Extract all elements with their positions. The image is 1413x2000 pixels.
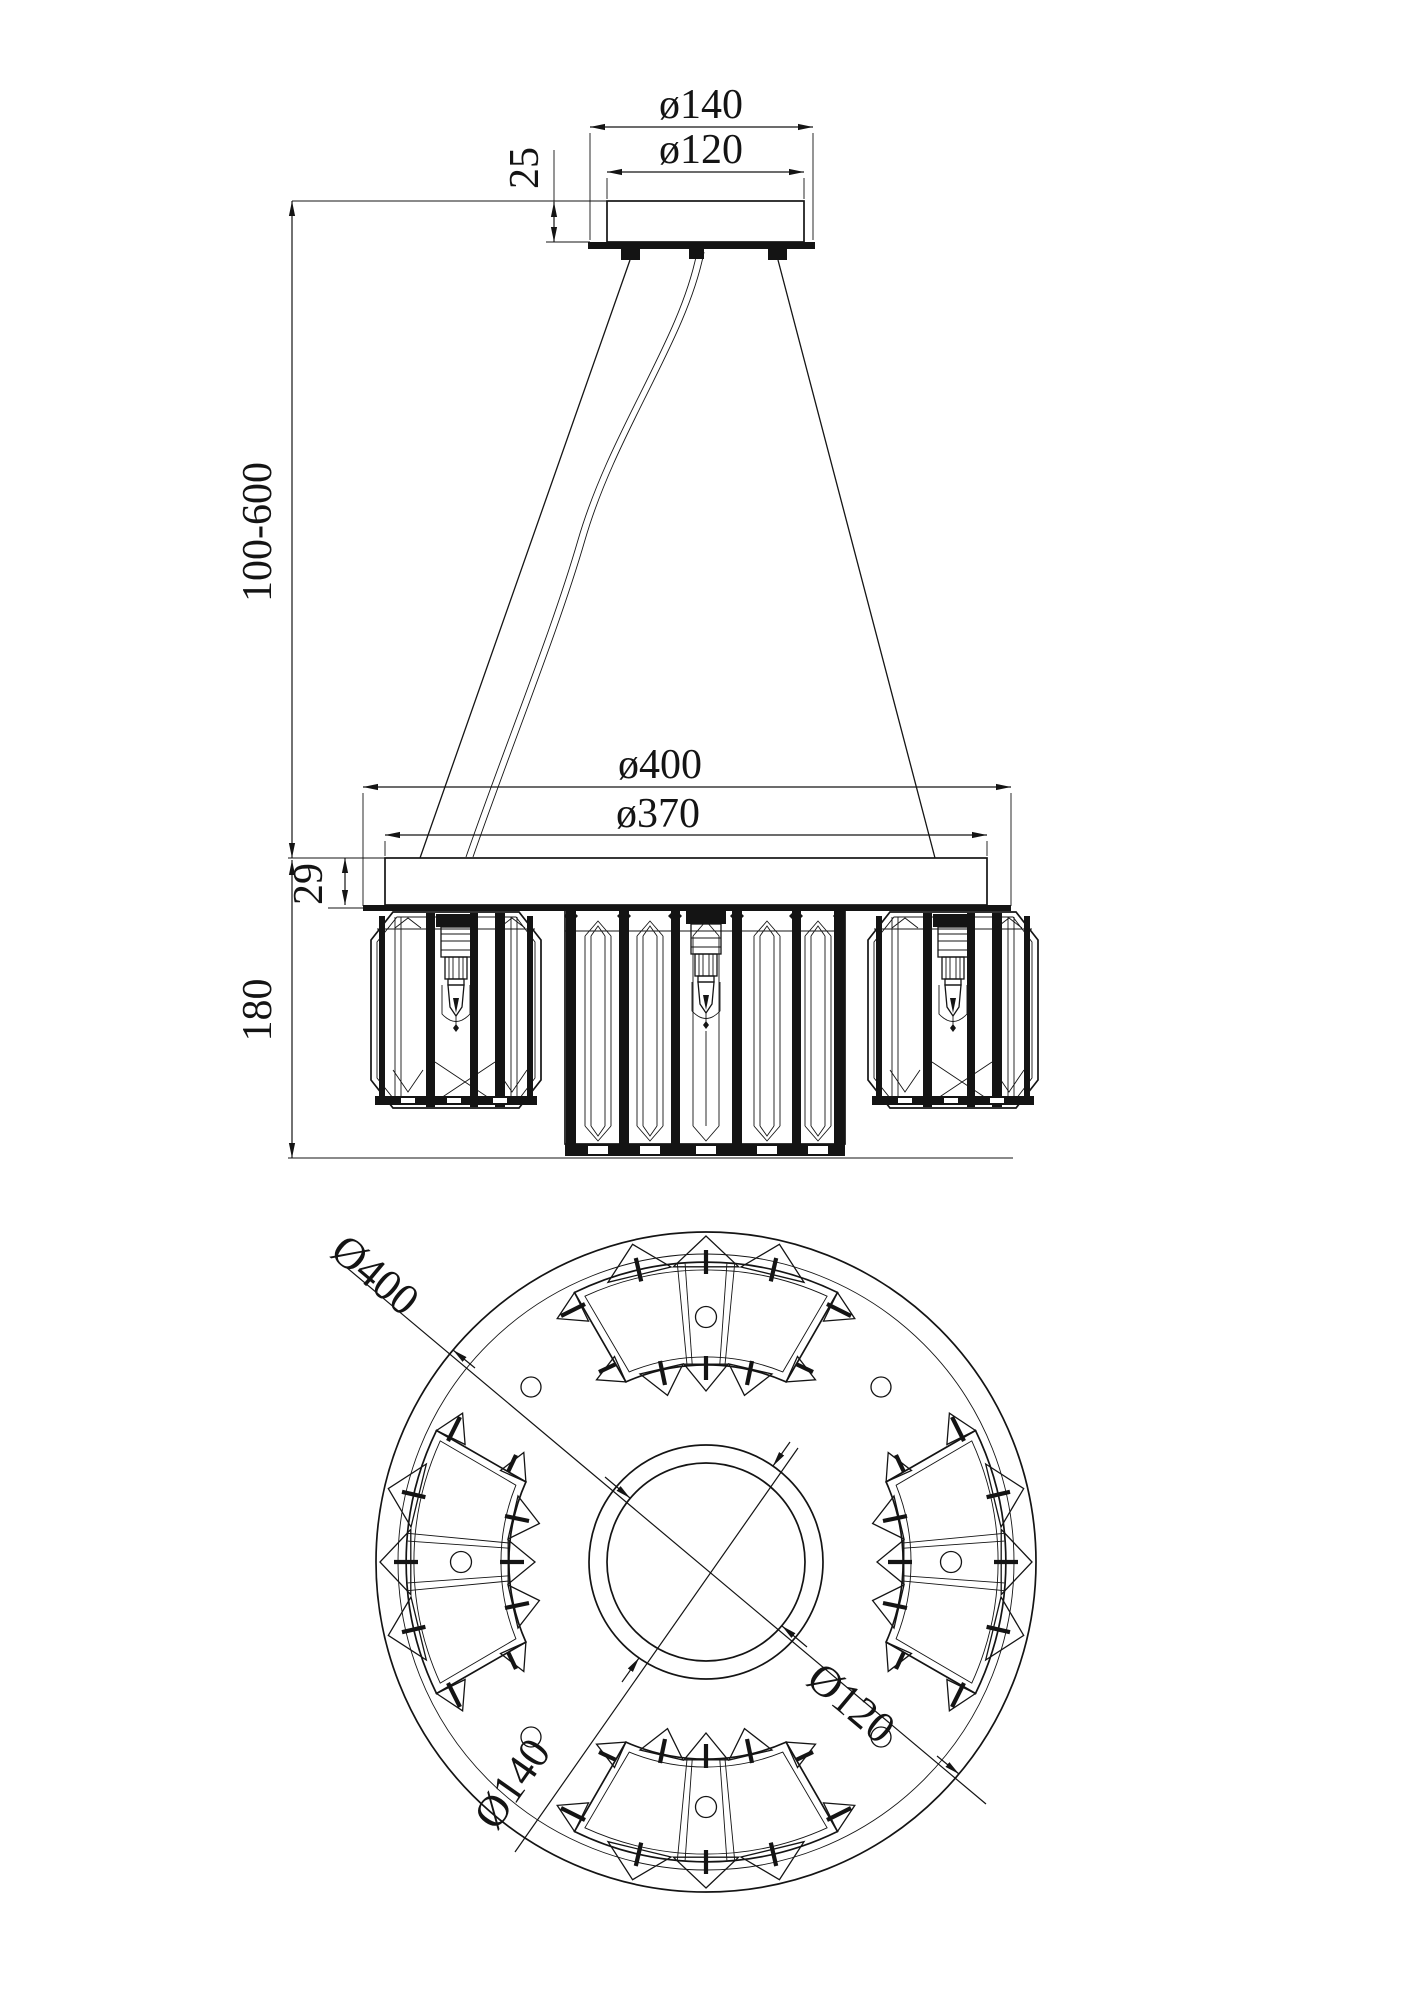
crystal-prisms <box>584 920 832 1142</box>
shade-center <box>564 907 846 1156</box>
arrow-120 <box>781 1625 808 1648</box>
dim-label-canopy-height: 25 <box>502 147 548 189</box>
plate-hole <box>520 1726 542 1748</box>
plate-hole <box>520 1376 542 1398</box>
canopy-base-plate <box>588 242 815 249</box>
power-cord-inner <box>472 251 705 858</box>
hub-inner-circle <box>606 1462 806 1662</box>
dim-label-plan-hub-outer: Ø140 <box>464 1730 560 1838</box>
dim-plate-outer: ø400 <box>362 742 1012 906</box>
dim-label-plate-thickness: 29 <box>286 863 332 905</box>
dim-canopy-height: 25 <box>502 147 590 243</box>
dim-canopy-outer: ø140 <box>589 82 814 240</box>
dim-label-plate-inner: ø370 <box>616 791 700 837</box>
plate-outer-circle <box>375 1231 1037 1893</box>
frame-plate <box>363 857 1011 911</box>
arrow-120 <box>604 1476 631 1499</box>
plan-shade-south <box>557 1729 855 1888</box>
dim-suspension-height: 100-600 <box>235 200 607 858</box>
canopy-cup <box>606 200 805 243</box>
arrow-140 <box>772 1441 791 1467</box>
dim-body-height: 180 <box>235 857 1013 1159</box>
arrow-140 <box>621 1657 640 1683</box>
dim-plate-inner: ø370 <box>384 791 988 856</box>
plan-dimensions: Ø400 Ø140 Ø120 <box>322 1225 987 1853</box>
canopy-hanger-right <box>768 249 787 260</box>
front-elevation-view: ø140 ø120 25 100-600 ø400 <box>235 82 1039 1159</box>
hub-outer-circle <box>588 1444 824 1680</box>
plan-view: Ø400 Ø140 Ø120 <box>322 1225 1037 1893</box>
plan-shade-north <box>557 1236 855 1395</box>
plan-shade-west <box>380 1413 539 1711</box>
dim-label-plan-outer: Ø400 <box>322 1225 428 1325</box>
plate-hole <box>870 1376 892 1398</box>
suspension-wire-left <box>419 259 631 859</box>
diameter-line-400-120 <box>345 1266 987 1805</box>
dim-plate-thickness: 29 <box>286 858 385 909</box>
plan-shade-east <box>873 1413 1032 1711</box>
dim-label-suspension: 100-600 <box>235 462 281 602</box>
ceiling-canopy <box>588 200 815 260</box>
dim-canopy-inner: ø120 <box>606 127 805 199</box>
dim-label-canopy-outer: ø140 <box>659 82 743 128</box>
arrow-400 <box>936 1755 960 1775</box>
plate-hole <box>870 1726 892 1748</box>
canopy-hanger-left <box>621 249 640 260</box>
dim-label-body-height: 180 <box>235 979 281 1042</box>
plate-ring <box>384 857 988 906</box>
dim-label-canopy-inner: ø120 <box>659 127 743 173</box>
dim-label-plate-outer: ø400 <box>618 742 702 788</box>
suspension <box>419 251 936 859</box>
arrow-400 <box>452 1349 476 1369</box>
socket-center <box>685 910 727 1030</box>
diameter-line-140 <box>514 1447 799 1853</box>
power-cord-outer <box>465 251 698 858</box>
suspension-wire-right <box>777 259 936 859</box>
